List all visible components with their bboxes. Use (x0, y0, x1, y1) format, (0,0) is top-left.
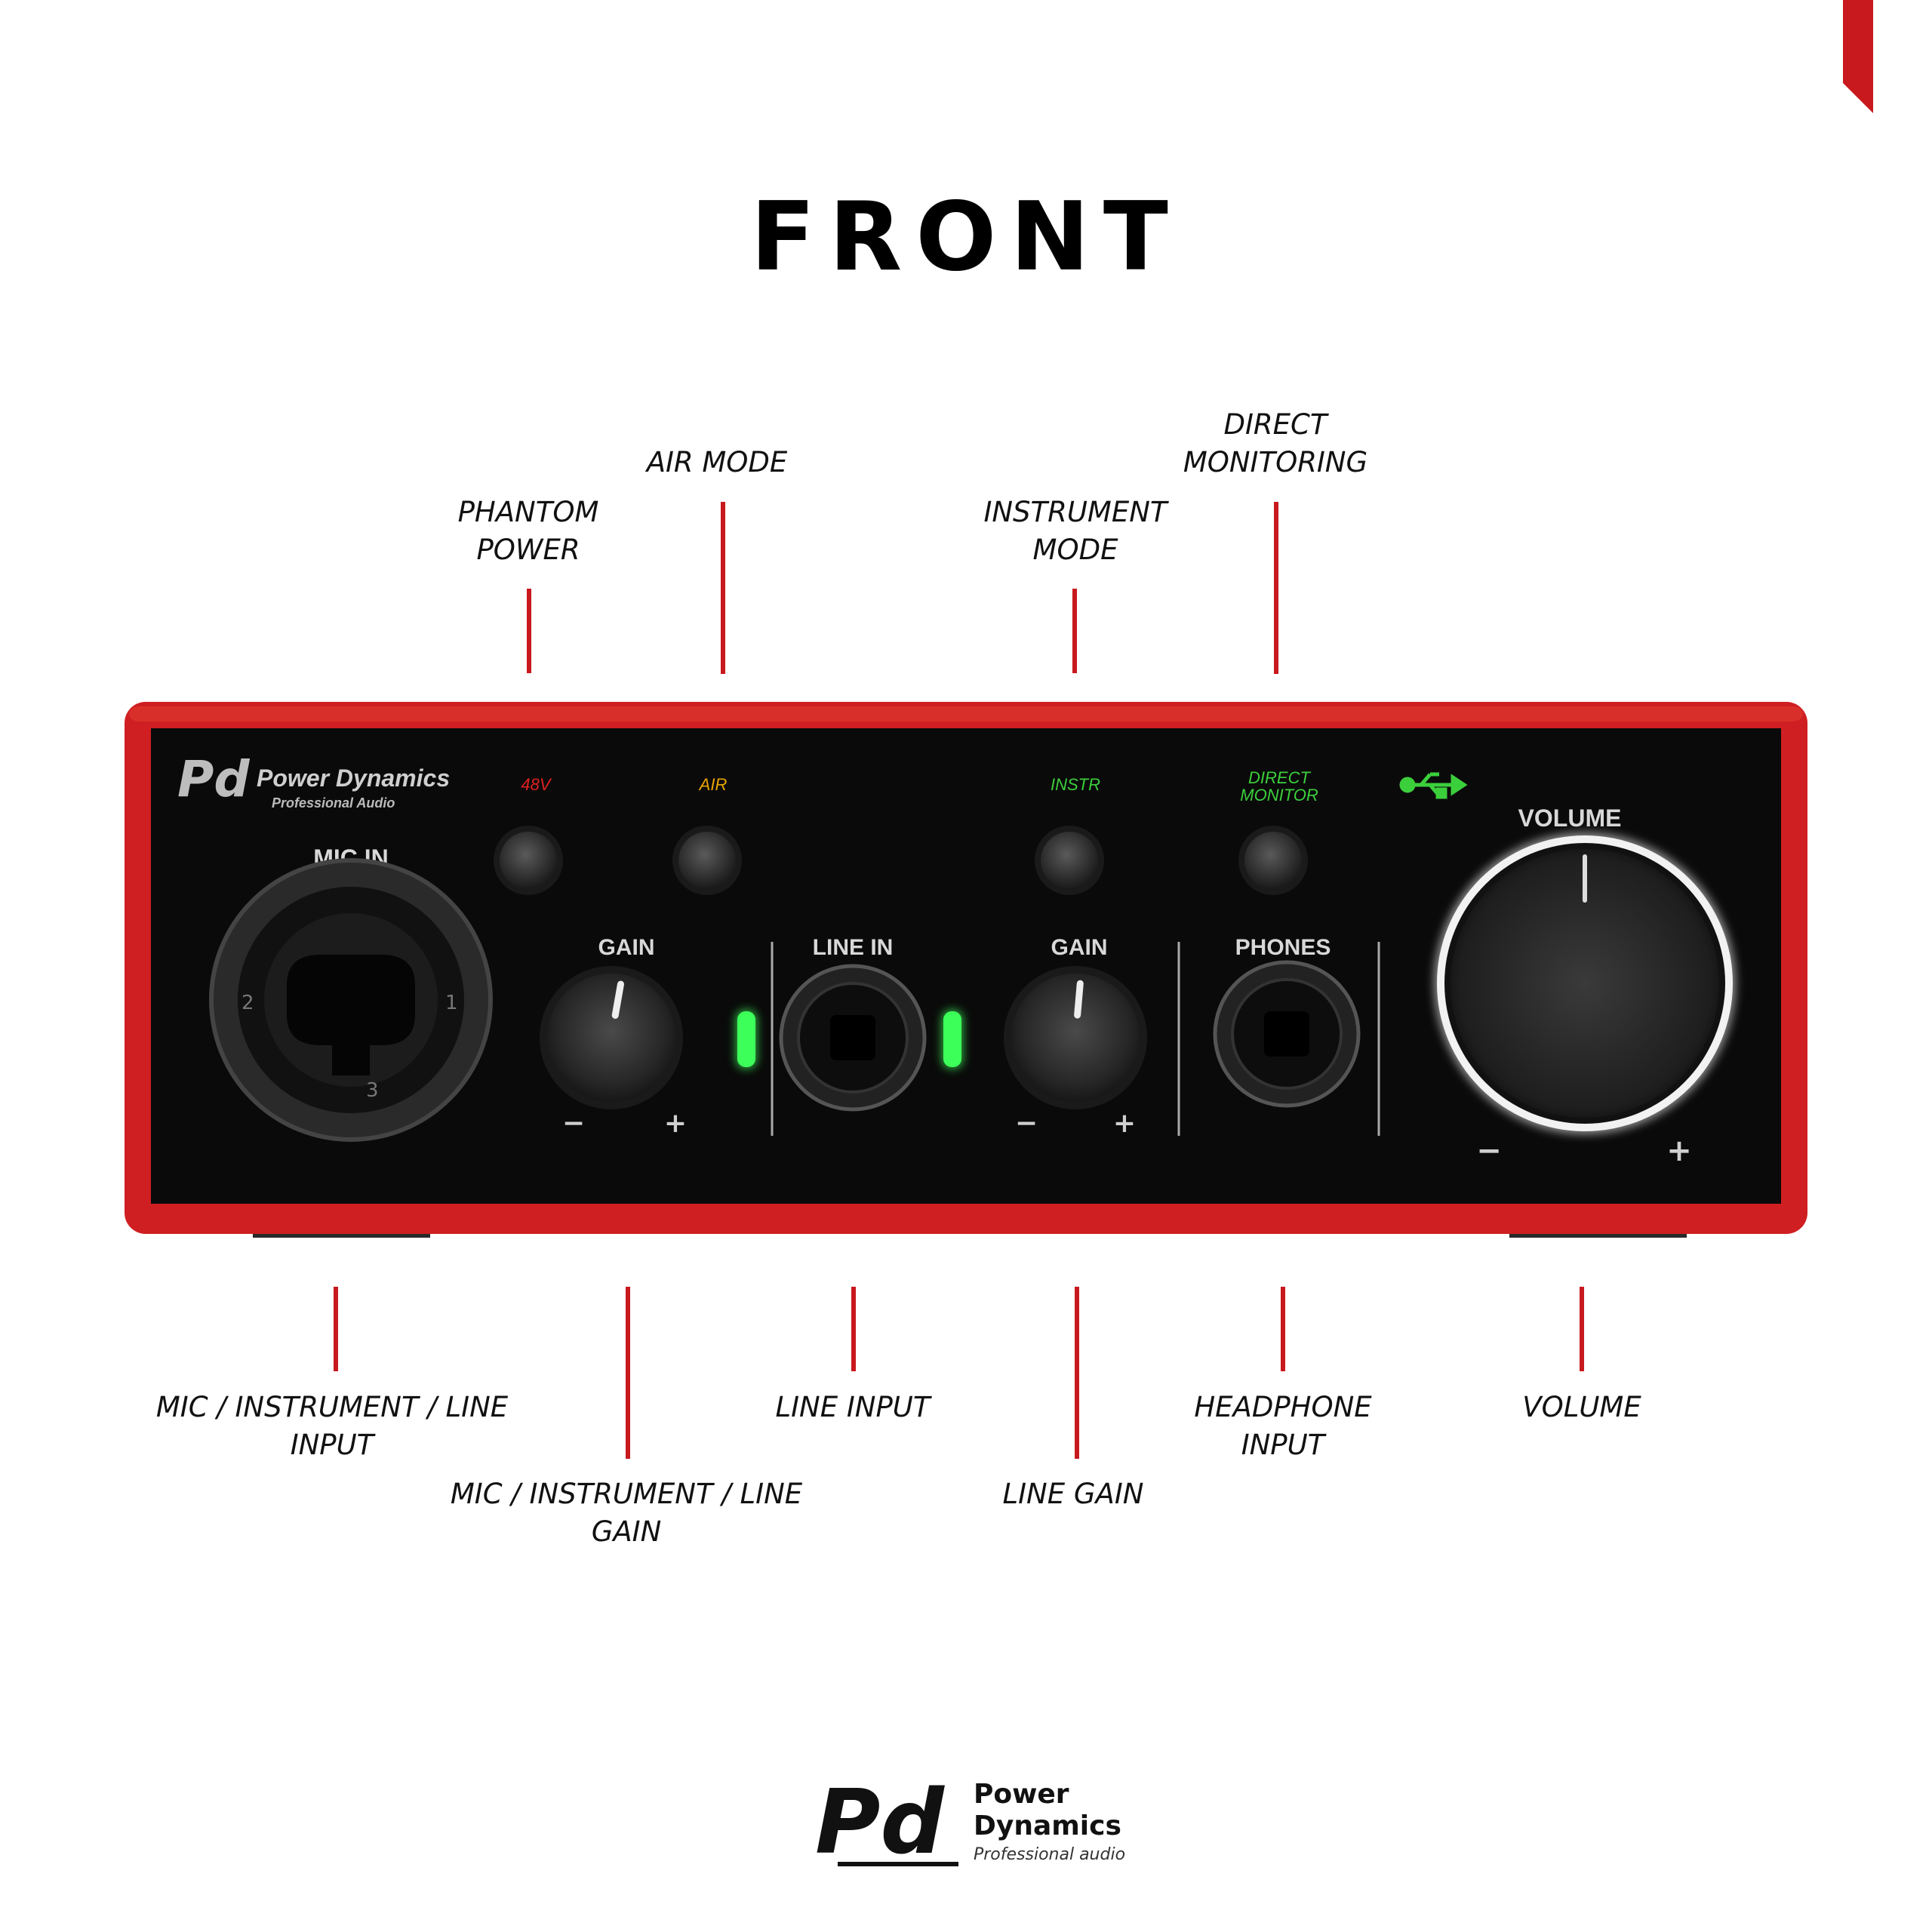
callout-line-input: LINE INPUT (775, 1391, 931, 1423)
callout-direct-monitoring: DIRECT MONITORING (1183, 408, 1368, 478)
callout-headphone-input: HEADPHONE INPUT (1194, 1391, 1372, 1461)
label-phones: PHONES (1235, 935, 1331, 960)
svg-text:−: − (1015, 1108, 1038, 1139)
svg-text:+: + (1113, 1108, 1136, 1139)
label-48v: 48V (521, 775, 552, 794)
panel-brand: Power Dynamics (257, 764, 450, 792)
corner-ribbon-icon (1843, 0, 1873, 113)
leader-line (721, 502, 725, 674)
svg-text:−: − (562, 1108, 585, 1139)
audio-interface-front-panel: Pd Power Dynamics Professional Audio MIC… (125, 702, 1807, 1238)
button-direct-monitor (1238, 826, 1308, 895)
label-instr: INSTR (1051, 775, 1100, 794)
label-monitor: MONITOR (1240, 786, 1318, 804)
button-air (672, 826, 742, 895)
footer-brand-line2: Dynamics (974, 1810, 1121, 1841)
svg-text:Pd: Pd (177, 750, 250, 808)
button-instr (1035, 826, 1104, 895)
line-in-jack (779, 964, 927, 1112)
pd-logo-icon: Pd (815, 1774, 958, 1872)
label-line-in: LINE IN (813, 935, 894, 960)
gain-knob-2 (1004, 966, 1147, 1109)
callout-phantom-power: PHANTOM POWER (457, 496, 599, 566)
callout-volume: VOLUME (1522, 1391, 1641, 1423)
gain-knob-1 (540, 966, 683, 1109)
callout-mic-gain: MIC / INSTRUMENT / LINE GAIN (450, 1478, 803, 1548)
callout-mic-input: MIC / INSTRUMENT / LINE INPUT (155, 1391, 509, 1461)
leader-line (1072, 589, 1077, 673)
brand-logo: Pd Power Dynamics Professional Audio (177, 750, 450, 811)
label-direct: DIRECT (1248, 768, 1311, 787)
volume-knob (1434, 832, 1736, 1134)
callout-instrument-mode: INSTRUMENT MODE (983, 496, 1168, 566)
svg-text:Pd: Pd (815, 1774, 945, 1872)
svg-text:+: + (664, 1108, 687, 1139)
page-title: FRONT (750, 181, 1182, 292)
label-volume: VOLUME (1518, 804, 1622, 832)
leader-line (1075, 1287, 1079, 1459)
usb-icon (1399, 772, 1468, 799)
footer-brand-tagline: Professional audio (974, 1845, 1126, 1864)
svg-text:3: 3 (366, 1079, 379, 1102)
svg-text:2: 2 (242, 992, 254, 1014)
leader-line (527, 589, 531, 673)
leader-line (626, 1287, 630, 1459)
leader-line (334, 1287, 338, 1371)
panel-brand-sub: Professional Audio (272, 795, 395, 811)
label-gain-1: GAIN (598, 935, 655, 960)
xlr-combo-jack: 2 1 3 (209, 858, 493, 1142)
leader-line (1274, 502, 1278, 674)
label-air: AIR (698, 775, 728, 794)
svg-text:1: 1 (445, 992, 458, 1014)
button-48v (494, 826, 563, 895)
svg-text:+: + (1666, 1134, 1692, 1168)
callout-air-mode: AIR MODE (646, 446, 788, 478)
svg-text:−: − (1476, 1134, 1502, 1168)
callout-line-gain: LINE GAIN (1002, 1478, 1144, 1510)
footer-brand-line1: Power (974, 1779, 1069, 1810)
phones-jack (1213, 960, 1361, 1108)
leader-line (1281, 1287, 1285, 1371)
leader-line (1580, 1287, 1584, 1371)
leader-line (851, 1287, 856, 1371)
label-gain-2: GAIN (1051, 935, 1108, 960)
